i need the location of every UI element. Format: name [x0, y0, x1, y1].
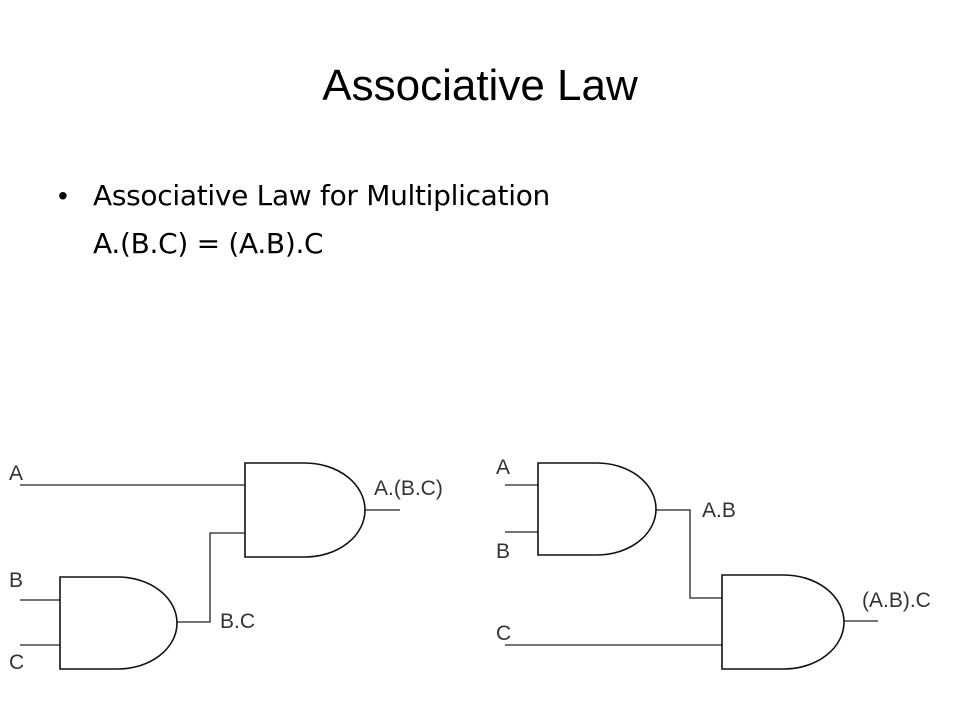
- and-gate-abc: [244, 462, 366, 558]
- label-out-right: (A.B).C: [862, 589, 931, 612]
- label-c-right: C: [496, 622, 511, 645]
- label-a-left: A: [9, 462, 23, 485]
- slide-title: Associative Law: [322, 61, 638, 110]
- and-gate-abc-right: [721, 574, 845, 670]
- label-a-right: A: [496, 456, 510, 479]
- bullet-text: Associative Law for Multiplication: [93, 179, 550, 212]
- bullet-dot: •: [58, 180, 68, 211]
- and-gate-bc: [59, 576, 178, 670]
- label-out-left: A.(B.C): [374, 477, 443, 500]
- label-b-right: B: [496, 540, 510, 563]
- and-gate-ab: [537, 462, 657, 556]
- label-ab: A.B: [702, 499, 736, 522]
- wire-ab-right: [655, 509, 722, 599]
- right-circuit: A B C A.B (A.B).C: [496, 456, 931, 670]
- label-bc: B.C: [220, 610, 255, 633]
- wire-bc-left: [177, 532, 245, 623]
- left-circuit: A B C B.C A.(B.C): [9, 462, 443, 674]
- label-c-left: C: [9, 651, 24, 674]
- equation-text: A.(B.C) = (A.B).C: [93, 227, 324, 260]
- label-b-left: B: [9, 569, 23, 592]
